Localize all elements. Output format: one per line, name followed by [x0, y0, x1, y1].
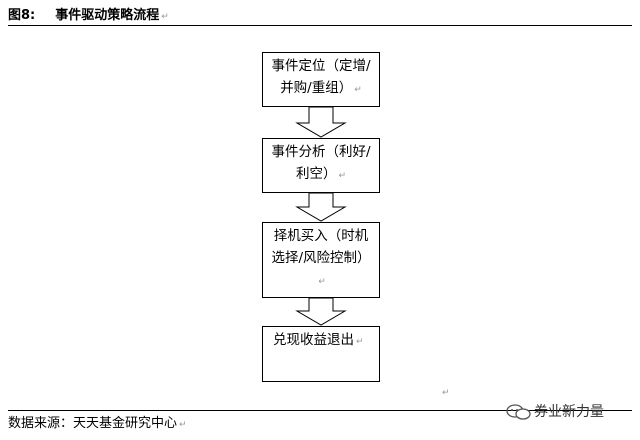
source-text: 数据来源：天天基金研究中心 [8, 416, 178, 431]
paragraph-mark-icon: ↵ [161, 12, 169, 22]
paragraph-mark-icon: ↵ [354, 85, 362, 95]
paragraph-mark-icon: ↵ [338, 171, 347, 181]
flow-step-timing-buy: 择机买入（时机选择/风险控制） ↵ [262, 222, 380, 298]
paragraph-mark-icon: ↵ [356, 337, 364, 347]
flow-step-text: 择机买入（时机选择/风险控制） [271, 228, 371, 266]
figure-title: 事件驱动策略流程 [55, 8, 160, 23]
wechat-chat-icon [506, 404, 531, 420]
flow-step-text: 事件分析（利好/利空） [271, 144, 371, 182]
flow-arrow-down-icon [295, 298, 347, 326]
flow-step-text: 兑现收益退出 [273, 332, 354, 348]
header-rule [8, 25, 632, 26]
source-note: 数据来源：天天基金研究中心↵ [8, 414, 187, 435]
figure-label: 图8: [8, 8, 36, 23]
flow-step-event-analysis: 事件分析（利好/利空）↵ [262, 138, 380, 193]
paragraph-mark-icon: ↵ [442, 388, 450, 398]
paragraph-mark-icon: ↵ [179, 420, 187, 430]
watermark: 券业新力量 [506, 402, 604, 422]
figure-header: 图8: 事件驱动策略流程↵ [8, 6, 632, 26]
watermark-text: 券业新力量 [534, 404, 604, 420]
flow-step-exit: 兑现收益退出↵ [262, 326, 380, 382]
flow-step-event-positioning: 事件定位（定增/并购/重组）↵ [262, 52, 380, 107]
flow-step-text: 事件定位（定增/并购/重组） [271, 58, 371, 96]
flow-arrow-down-icon [295, 193, 347, 222]
flow-arrow-down-icon [295, 107, 347, 138]
footer-rule [8, 410, 632, 411]
paragraph-mark-icon: ↵ [318, 277, 326, 287]
